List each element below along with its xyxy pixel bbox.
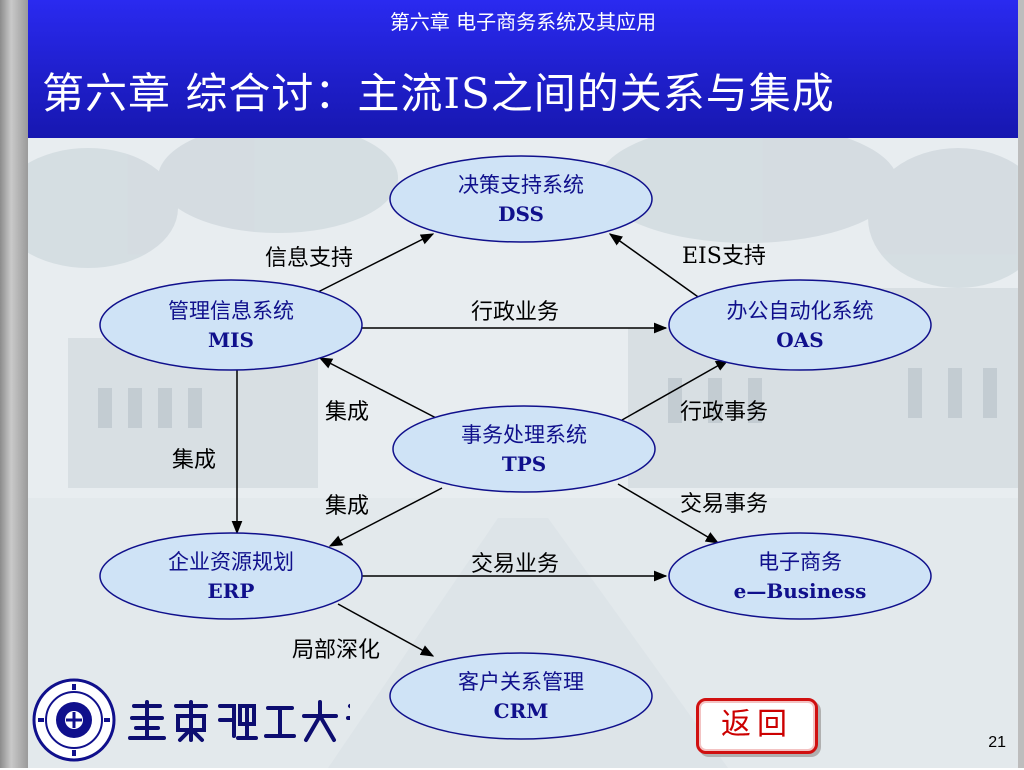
edge-label-erp-crm: 局部深化 xyxy=(292,638,381,663)
diagram-area: 决策支持系统 DSS 管理信息系统 MIS 办公自动化系统 OAS 事务处理系统… xyxy=(28,138,1018,768)
arrow-tps-to-mis xyxy=(318,357,441,421)
node-crm-shape xyxy=(389,652,653,740)
node-oas-shape xyxy=(668,279,932,371)
node-dss-shape xyxy=(389,155,653,243)
node-ebiz-abbr: e—Business xyxy=(733,579,867,603)
slide-header: 第六章 电子商务系统及其应用 第六章 综合讨：主流IS之间的关系与集成 xyxy=(28,0,1018,138)
arrow-tps-to-oas xyxy=(621,359,730,421)
node-oas-abbr: OAS xyxy=(776,328,824,352)
chapter-title: 第六章 综合讨：主流IS之间的关系与集成 xyxy=(42,69,835,118)
left-edge-strip xyxy=(0,0,28,768)
node-ebiz: 电子商务 e—Business xyxy=(690,548,910,606)
university-seal-icon xyxy=(32,678,116,762)
edge-label-tps-ebiz: 交易事务 xyxy=(680,492,769,517)
return-button[interactable]: 返回 xyxy=(696,698,818,754)
node-dss-name: 决策支持系统 xyxy=(458,173,584,197)
relationship-diagram xyxy=(99,155,932,740)
right-edge-strip xyxy=(1018,0,1024,768)
edge-label-tps-oas: 行政事务 xyxy=(680,400,769,425)
arrow-mis-to-dss xyxy=(317,233,435,293)
node-mis-name: 管理信息系统 xyxy=(168,299,294,323)
edge-label-oas-dss: EIS支持 xyxy=(682,244,766,269)
arrow-erp-to-crm xyxy=(337,603,435,657)
node-ebiz-shape xyxy=(668,532,932,620)
node-crm: 客户关系管理 CRM xyxy=(421,668,621,726)
node-tps-name: 事务处理系统 xyxy=(461,423,587,447)
arrow-tps-to-erp xyxy=(328,487,443,547)
node-ebiz-name: 电子商务 xyxy=(758,550,842,574)
node-erp: 企业资源规划 ERP xyxy=(131,548,331,606)
node-mis: 管理信息系统 MIS xyxy=(131,297,331,355)
university-seal-and-wordmark xyxy=(32,678,384,762)
node-mis-abbr: MIS xyxy=(208,328,254,352)
edge-label-tps-mis: 集成 xyxy=(325,400,370,425)
node-tps: 事务处理系统 TPS xyxy=(424,421,624,479)
edge-label-mis-oas: 行政业务 xyxy=(471,300,560,325)
node-tps-abbr: TPS xyxy=(501,452,547,476)
page-number: 21 xyxy=(988,734,1006,751)
node-tps-shape xyxy=(392,405,656,493)
node-crm-abbr: CRM xyxy=(493,699,549,723)
node-crm-name: 客户关系管理 xyxy=(458,670,584,694)
university-logo xyxy=(30,676,384,770)
edge-label-mis-dss: 信息支持 xyxy=(265,246,354,271)
course-title: 第六章 电子商务系统及其应用 xyxy=(389,10,657,34)
node-oas-name: 办公自动化系统 xyxy=(726,299,874,323)
node-erp-abbr: ERP xyxy=(207,579,255,603)
node-erp-name: 企业资源规划 xyxy=(168,550,294,574)
university-wordmark xyxy=(128,700,384,742)
arrow-tps-to-ebiz xyxy=(617,483,720,544)
edge-label-mis-erp: 集成 xyxy=(172,448,217,473)
edge-label-erp-ebiz: 交易业务 xyxy=(471,552,560,577)
node-dss: 决策支持系统 DSS xyxy=(421,171,621,229)
arrow-oas-to-dss xyxy=(608,233,709,305)
node-mis-shape xyxy=(99,279,363,371)
node-dss-abbr: DSS xyxy=(498,202,544,226)
node-erp-shape xyxy=(99,532,363,620)
edge-label-tps-erp: 集成 xyxy=(325,494,370,519)
node-oas: 办公自动化系统 OAS xyxy=(690,297,910,355)
